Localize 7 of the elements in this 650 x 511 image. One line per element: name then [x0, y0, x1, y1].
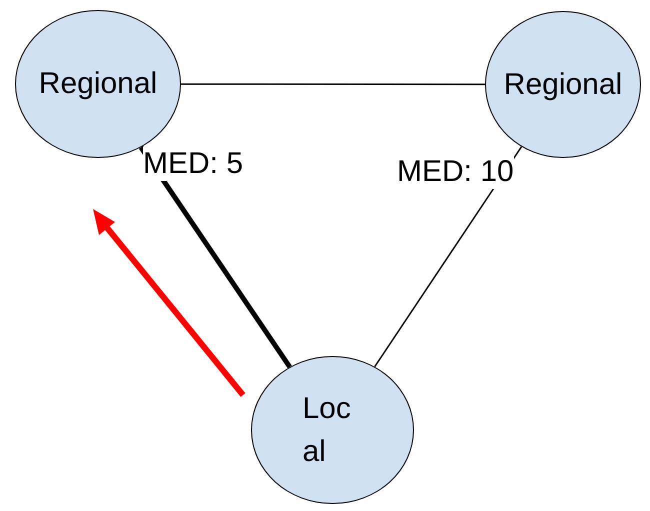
edge-label: MED: 5 [143, 147, 244, 181]
edge-label: MED: 10 [397, 155, 514, 189]
connector-line [138, 146, 292, 368]
node-label: Local [302, 390, 352, 470]
node-label: Regional [38, 66, 158, 102]
node-label: Regional [504, 66, 622, 103]
connector-line [181, 83, 485, 86]
